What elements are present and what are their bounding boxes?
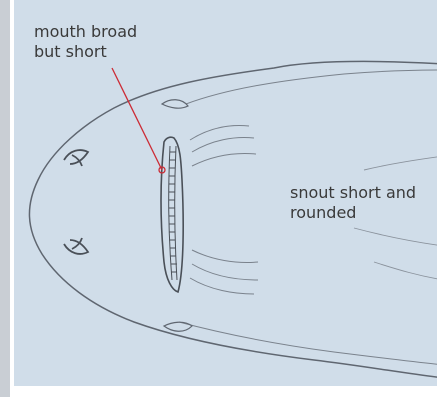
lower-lip-fold	[164, 322, 192, 331]
upper-lip-fold	[162, 100, 188, 108]
shark-head-illustration-panel: mouth broad but short snout short and ro…	[14, 0, 437, 386]
throat-folds	[190, 126, 258, 294]
lower-nostril	[64, 238, 88, 254]
side-divider-bar	[0, 0, 10, 397]
mouth-leader-line	[112, 68, 162, 170]
mouth-annotation-label: mouth broad but short	[34, 22, 194, 62]
snout-annotation-label: snout short and rounded	[290, 183, 437, 223]
teeth-row	[169, 146, 177, 280]
upper-nostril	[64, 150, 88, 166]
